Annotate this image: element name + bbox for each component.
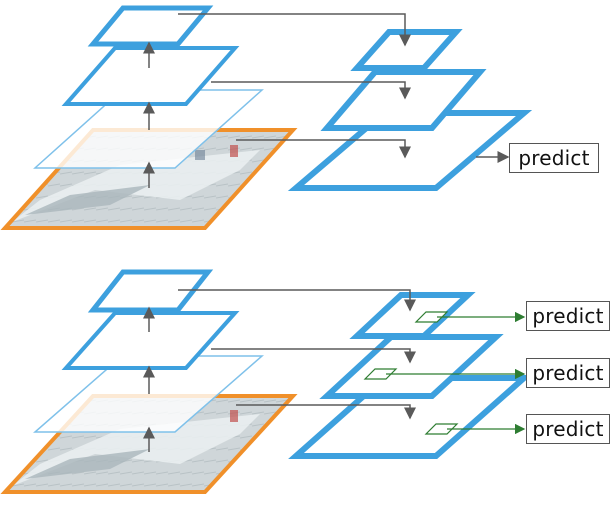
topdown-level2-bottom [319, 334, 504, 399]
topdown-level1-top [350, 29, 463, 71]
top-panel [0, 5, 533, 230]
predict-box-bottom-1: predict [526, 301, 610, 331]
anchor-window-3 [424, 423, 459, 435]
lateral-bottom-2 [211, 348, 416, 364]
anchor-window-1 [414, 311, 449, 323]
lateral-top-1 [178, 13, 411, 47]
predict-box-top: predict [509, 143, 599, 173]
predict-box-bottom-2: predict [526, 358, 610, 388]
bottom-panel [0, 269, 532, 494]
lateral-top-3 [236, 139, 411, 159]
topdown-level2-top [320, 69, 487, 131]
lateral-bottom-3 [236, 404, 416, 420]
predict-box-bottom-3: predict [526, 414, 610, 444]
bottomup-level3-bottom [87, 269, 214, 313]
lateral-bottom-1 [178, 289, 416, 312]
topdown-level1-bottom [349, 292, 476, 339]
lateral-top-2 [211, 81, 411, 100]
anchor-window-2 [363, 368, 398, 380]
